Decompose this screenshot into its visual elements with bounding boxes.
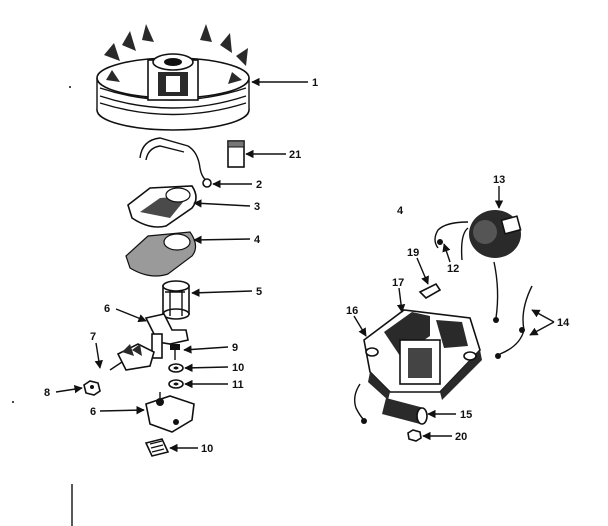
- callout-6b: 6: [90, 406, 96, 418]
- nut-part: [83, 380, 101, 396]
- leader-line-6b: [99, 405, 145, 415]
- lead-wire: [353, 383, 365, 421]
- leader-line-12: [442, 243, 451, 263]
- leader-line-14b: [529, 321, 555, 336]
- callout-17: 17: [392, 277, 404, 289]
- speck: [69, 86, 71, 88]
- stator-housing-part: [363, 309, 482, 400]
- flywheel-part: [96, 24, 250, 131]
- leader-line-16: [353, 315, 367, 337]
- leader-line-19: [416, 257, 429, 285]
- condenser-screw-part: [407, 429, 422, 442]
- leader-line-7: [94, 342, 103, 369]
- washer-part-upper: [168, 363, 184, 373]
- callout-19: 19: [407, 247, 419, 259]
- leader-line-10a: [184, 363, 229, 373]
- clip-part: [418, 282, 442, 299]
- callout-7: 7: [90, 331, 96, 343]
- felt-pad-part: [144, 438, 170, 457]
- leader-line-8: [55, 384, 83, 394]
- callout-21: 21: [289, 149, 301, 161]
- callout-16: 16: [346, 305, 358, 317]
- wire-clip-part: [139, 137, 212, 188]
- callout-13: 13: [493, 174, 505, 186]
- ground-wires-part: [493, 261, 533, 359]
- callout-14: 14: [557, 317, 570, 329]
- key-part: [227, 140, 245, 168]
- breaker-base-part: [145, 392, 195, 433]
- screw-part: [170, 344, 180, 360]
- callout-9: 9: [232, 342, 238, 354]
- callout-20: 20: [455, 431, 467, 443]
- callout-4: 4: [254, 234, 261, 246]
- coil-wire-part: [434, 221, 469, 249]
- callout-5: 5: [256, 286, 262, 298]
- callout-6a: 6: [104, 303, 110, 315]
- bushing-part: [162, 280, 190, 320]
- leader-line-5: [191, 288, 253, 297]
- leader-line-17: [396, 287, 406, 313]
- callout-2: 2: [256, 179, 262, 191]
- condenser-part: [382, 398, 428, 425]
- callout-12: 12: [447, 263, 459, 275]
- callout-3: 3: [254, 201, 260, 213]
- plate-part: [127, 185, 197, 228]
- group-label: 4: [397, 205, 404, 217]
- gasket-part: [125, 231, 197, 277]
- breaker-arm-part: [109, 313, 189, 371]
- coil-part: [460, 210, 522, 261]
- leader-line-9: [183, 345, 229, 354]
- leader-line-3: [193, 199, 251, 208]
- washer-part: [168, 379, 184, 389]
- leader-line-6a: [115, 308, 147, 323]
- leader-line-14a: [531, 309, 555, 323]
- callout-15: 15: [460, 409, 472, 421]
- callout-11: 11: [232, 379, 244, 391]
- leader-line-4: [193, 235, 251, 245]
- callout-10a: 10: [232, 362, 244, 374]
- flywheel-fins: [104, 24, 248, 84]
- callout-8: 8: [44, 387, 50, 399]
- callout-1: 1: [312, 77, 318, 89]
- callout-10b: 10: [201, 443, 213, 455]
- speck: [12, 401, 14, 403]
